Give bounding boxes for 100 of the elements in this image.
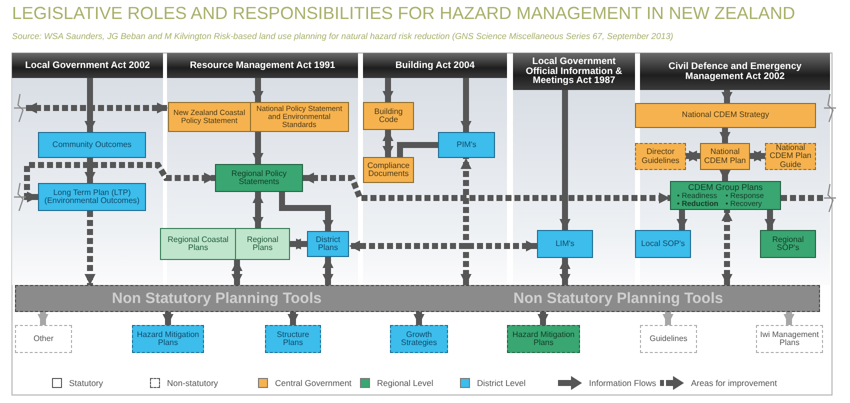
statutory-box bbox=[760, 230, 816, 258]
break-mark-icon bbox=[824, 184, 836, 212]
box-label: Structure Plans bbox=[276, 330, 310, 348]
act-header: Local Government Act 2002 bbox=[12, 53, 163, 78]
box-label: Growth Strategies bbox=[400, 330, 438, 348]
arrow bbox=[232, 260, 242, 285]
box-label: Regional Plans bbox=[235, 229, 289, 259]
non-statutory-box bbox=[265, 325, 321, 353]
box-label: District Plans bbox=[314, 236, 342, 252]
statutory-box bbox=[38, 183, 146, 211]
arrow bbox=[38, 312, 48, 325]
box-label: Regional Coastal Plans bbox=[166, 234, 230, 254]
box-label: Long Term Plan (LTP) (Environmental Outcomes) bbox=[43, 188, 141, 206]
non-statutory-box bbox=[132, 325, 204, 353]
statutory-box bbox=[215, 164, 303, 192]
arrow bbox=[784, 312, 794, 325]
box-label: Community Outcomes bbox=[52, 140, 132, 150]
break-mark-icon bbox=[14, 94, 26, 122]
statutory-box bbox=[168, 102, 349, 132]
arrow bbox=[764, 210, 776, 230]
box-label: Other bbox=[33, 334, 54, 344]
box-label: Guidelines bbox=[650, 334, 688, 344]
act-header: Building Act 2004 bbox=[363, 53, 507, 78]
statutory-box bbox=[537, 230, 593, 258]
arrow bbox=[720, 128, 730, 143]
arrow bbox=[686, 150, 700, 162]
band-label: Non Statutory Planning Tools bbox=[112, 290, 322, 306]
legend-label: Non-statutory bbox=[167, 378, 218, 388]
band-label: Non Statutory Planning Tools bbox=[513, 290, 724, 306]
statutory-box bbox=[438, 132, 495, 158]
box-label: Local SOP's bbox=[641, 240, 685, 248]
legend-label: Central Government bbox=[275, 378, 352, 388]
arrow bbox=[290, 238, 307, 250]
arrow bbox=[414, 312, 424, 325]
statutory-box bbox=[700, 143, 750, 170]
box-label: Director Guidelines bbox=[640, 148, 680, 165]
act-header: Civil Defence and Emergency Management Act 2002 bbox=[640, 53, 830, 90]
box-label: Hazard Mitigation Plans bbox=[511, 330, 576, 348]
arrow bbox=[252, 132, 264, 164]
dashed-arrow bbox=[349, 240, 537, 252]
box-title: CDEM Group Plans bbox=[687, 183, 764, 192]
legend-label: Regional Level bbox=[377, 378, 434, 388]
arrow bbox=[750, 150, 765, 162]
dashed-arrow bbox=[24, 162, 215, 202]
dashed-arrow bbox=[26, 102, 168, 114]
statutory-box bbox=[635, 103, 816, 128]
act-header: Local Government Official Information & Meetings Act 1987 bbox=[513, 53, 635, 90]
dashed-arrow bbox=[303, 172, 670, 204]
statutory-box bbox=[363, 157, 414, 183]
box-label: Iwi Management Plans bbox=[759, 330, 820, 348]
arrow bbox=[252, 78, 264, 102]
box-label: National CDEM Plan Guide bbox=[768, 144, 812, 170]
statutory-box bbox=[307, 231, 349, 257]
arrow bbox=[722, 90, 732, 103]
non-statutory-box bbox=[640, 325, 697, 353]
arrow bbox=[720, 170, 730, 181]
arrow bbox=[288, 312, 298, 325]
break-mark-icon bbox=[824, 94, 836, 122]
legend-label: District Level bbox=[477, 378, 526, 388]
legend-label: Areas for improvement bbox=[691, 378, 777, 388]
arrow bbox=[162, 312, 174, 325]
non-statutory-box bbox=[635, 143, 686, 170]
box-label: Regional Policy Statements bbox=[230, 170, 288, 186]
source-caption: Source: WSA Saunders, JG Beban and M Kilvington Risk-based land use planning for natural hazard risk reduction (GNS Science Miscellaneous Series 67, September 2013) bbox=[12, 31, 674, 41]
statutory-box bbox=[363, 102, 414, 130]
arrow bbox=[538, 312, 548, 325]
box-label: Hazard Mitigation Plans bbox=[136, 330, 200, 348]
dashed-arrow bbox=[460, 158, 472, 285]
box-label: National CDEM Strategy bbox=[682, 111, 770, 120]
dashed-arrow bbox=[722, 210, 732, 285]
arrow bbox=[460, 78, 472, 132]
statutory-box bbox=[160, 228, 290, 260]
arrow bbox=[382, 130, 394, 157]
arrow bbox=[662, 312, 674, 325]
box-label: PIM's bbox=[456, 140, 476, 150]
legend-label: Information Flows bbox=[589, 378, 656, 388]
non-statutory-box bbox=[15, 325, 72, 353]
arrow bbox=[560, 90, 570, 230]
box-label: Compliance Documents bbox=[366, 162, 411, 178]
statutory-box bbox=[635, 230, 691, 258]
arrow bbox=[322, 257, 334, 285]
arrow bbox=[279, 192, 334, 231]
planning-tools-band bbox=[15, 285, 820, 312]
arrow bbox=[676, 210, 688, 230]
statutory-box bbox=[38, 132, 146, 158]
non-statutory-box bbox=[507, 325, 580, 353]
box-label: Regional SOP's bbox=[771, 236, 805, 252]
title: LEGISLATIVE ROLES AND RESPONSIBILITIES FOR HAZARD MANAGEMENT IN NEW ZEALAND bbox=[12, 3, 796, 24]
legend-label: Statutory bbox=[69, 378, 104, 388]
act-header: Resource Management Act 1991 bbox=[167, 53, 358, 78]
arrow bbox=[84, 78, 96, 132]
arrow bbox=[252, 192, 264, 228]
box-label: LIM's bbox=[556, 240, 574, 248]
non-statutory-box bbox=[390, 325, 448, 353]
box-label: Building Code bbox=[373, 108, 404, 124]
arrow bbox=[382, 78, 394, 102]
box-label: National CDEM Plan bbox=[703, 148, 747, 165]
arrow bbox=[84, 158, 96, 183]
dashed-arrow bbox=[84, 211, 96, 285]
statutory-box bbox=[670, 181, 781, 210]
